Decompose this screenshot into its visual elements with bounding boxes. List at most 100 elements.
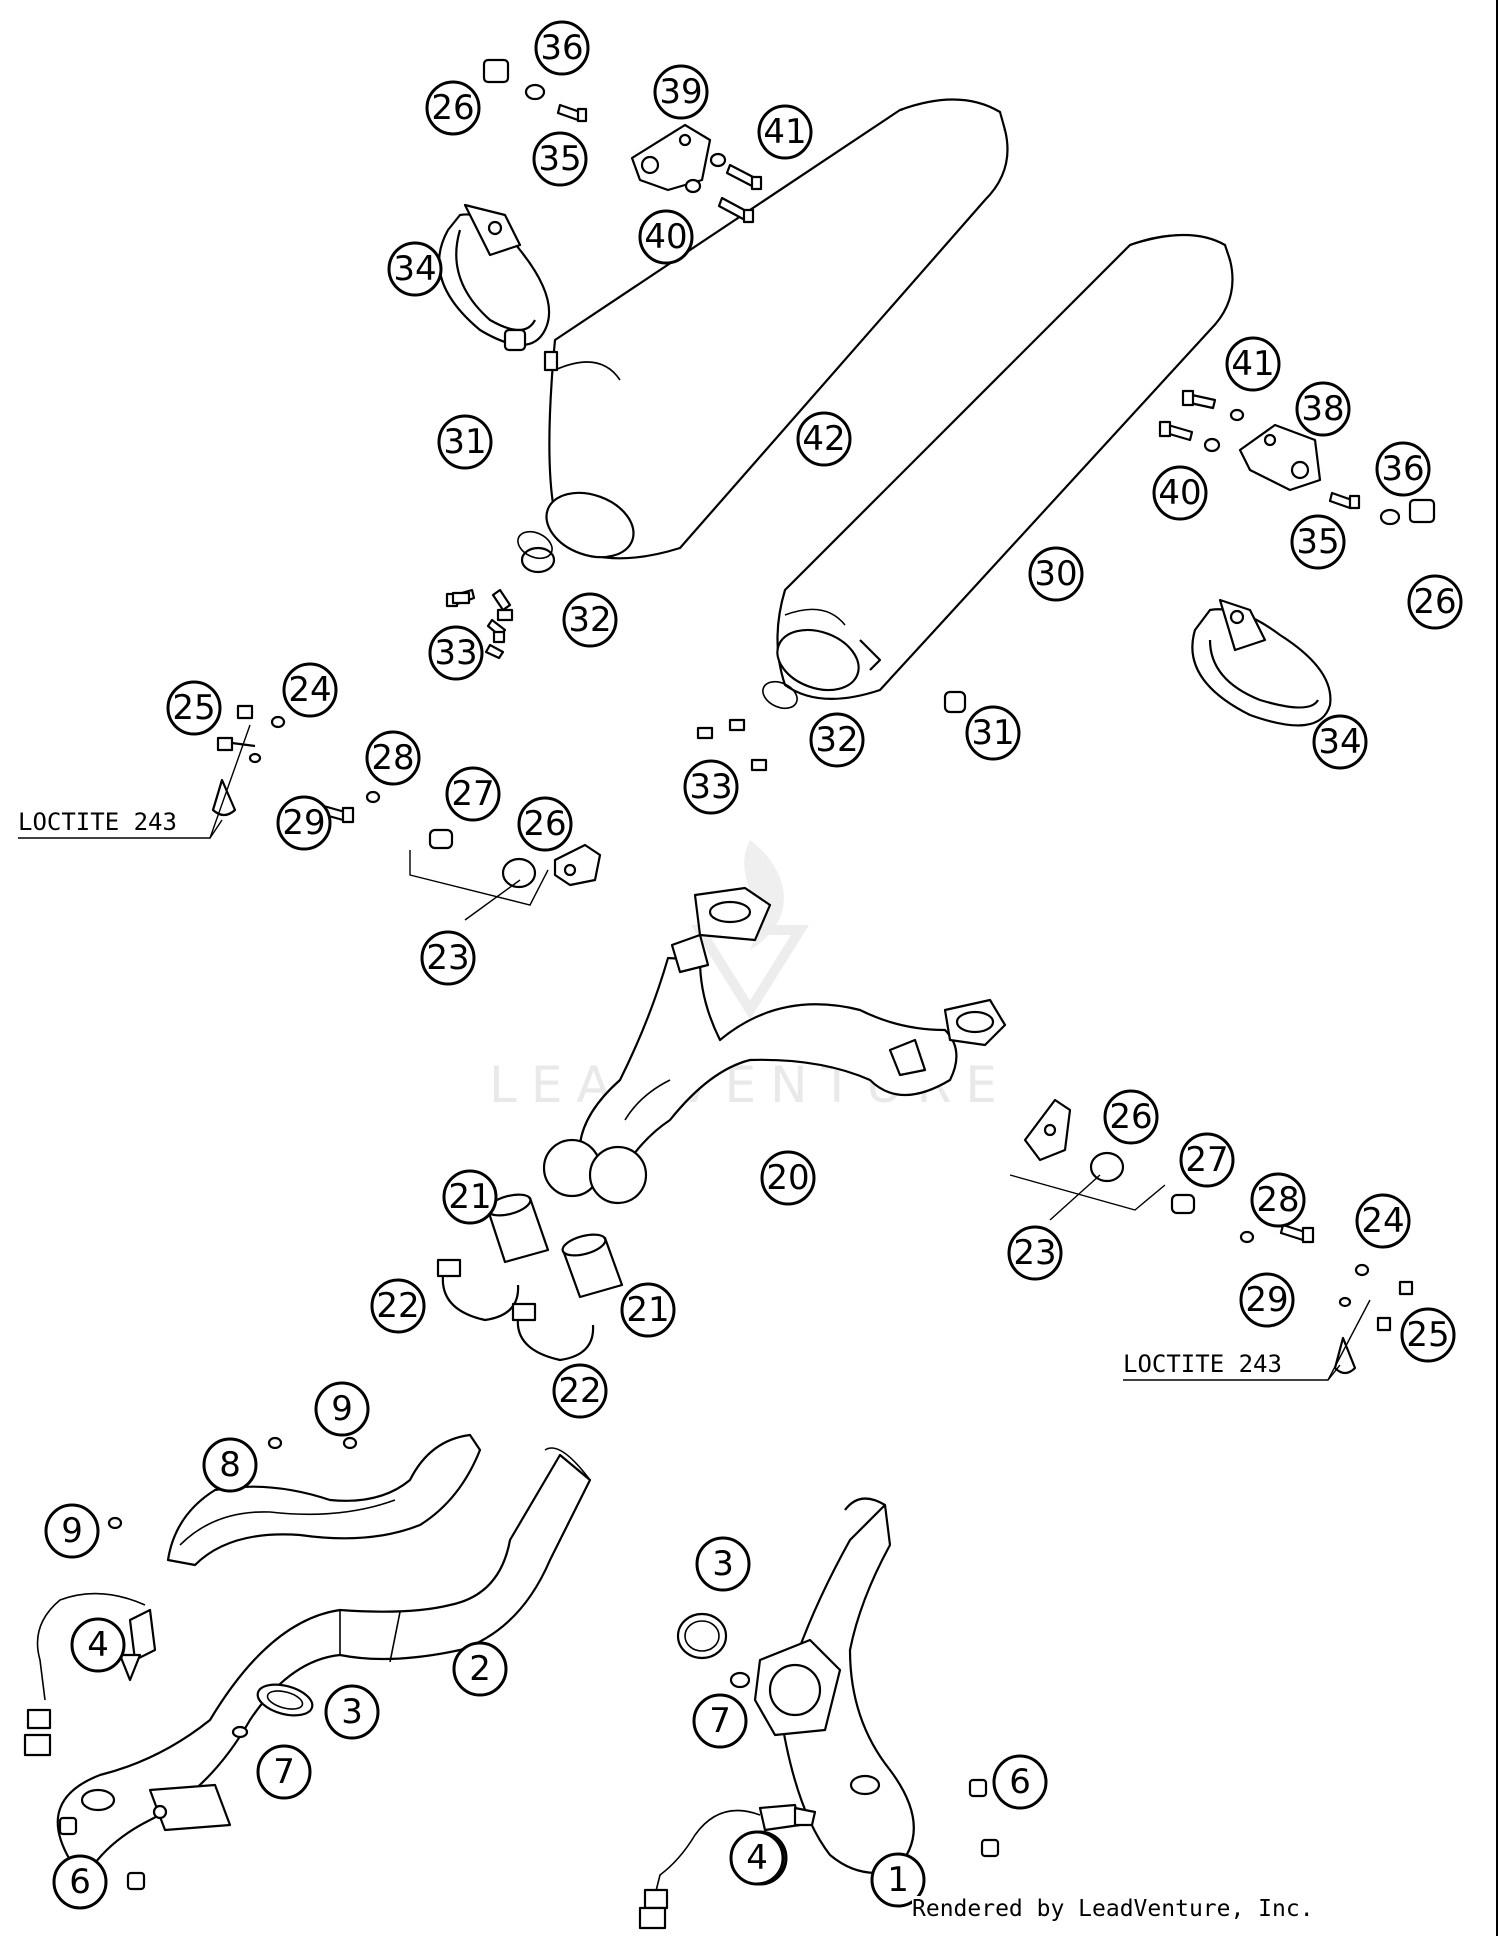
callout-number: 22 <box>558 1371 601 1411</box>
callout-marker: 7 <box>692 1693 748 1749</box>
callout-marker: 21 <box>442 1169 498 1225</box>
callout-number: 9 <box>61 1511 83 1551</box>
callout-marker: 2 <box>452 1641 508 1697</box>
callout-marker: 22 <box>552 1363 608 1419</box>
callout-number: 3 <box>341 1692 363 1732</box>
callout-marker: 24 <box>282 662 338 718</box>
callout-marker: 31 <box>965 705 1021 761</box>
callout-marker: 4 <box>729 1830 785 1886</box>
callout-markers: 36 26 35 39 41 40 34 31 42 32 33 30 41 3… <box>44 20 1463 1910</box>
callout-marker: 3 <box>695 1536 751 1592</box>
callout-marker: 38 <box>1295 381 1351 437</box>
callout-number: 20 <box>766 1158 809 1198</box>
callout-marker: 24 <box>1355 1193 1411 1249</box>
callout-marker: 7 <box>256 1744 312 1800</box>
callout-number: 41 <box>763 112 806 152</box>
callout-marker: 33 <box>683 759 739 815</box>
callout-marker: 25 <box>1400 1307 1456 1363</box>
callout-number: 26 <box>1109 1097 1152 1137</box>
callout-marker: 29 <box>276 795 332 851</box>
callout-number: 34 <box>393 249 436 289</box>
callout-marker: 39 <box>653 64 709 120</box>
callout-marker: 42 <box>796 411 852 467</box>
callout-number: 24 <box>1361 1201 1404 1241</box>
callout-marker: 36 <box>1375 441 1431 497</box>
callout-number: 22 <box>376 1286 419 1326</box>
callout-number: 25 <box>1406 1315 1449 1355</box>
muffler-left <box>543 98 1009 560</box>
collector-pipe-20 <box>542 886 1007 1205</box>
callout-marker: 41 <box>1225 336 1281 392</box>
right-border <box>1496 0 1498 1936</box>
header-pipe-2 <box>56 1447 592 1872</box>
callout-number: 39 <box>659 72 702 112</box>
callout-number: 34 <box>1318 722 1361 762</box>
callout-marker: 23 <box>420 930 476 986</box>
callout-marker: 34 <box>1312 714 1368 770</box>
callout-marker: 9 <box>44 1503 100 1559</box>
callout-number: 6 <box>1009 1762 1031 1802</box>
callout-marker: 20 <box>760 1150 816 1206</box>
callout-number: 6 <box>69 1862 91 1902</box>
callout-number: 27 <box>451 774 494 814</box>
callout-marker: 26 <box>425 80 481 136</box>
callout-marker: 27 <box>445 766 501 822</box>
callout-marker: 6 <box>52 1854 108 1910</box>
callout-number: 7 <box>273 1752 295 1792</box>
callout-number: 21 <box>626 1290 669 1330</box>
callout-marker: 36 <box>534 20 590 76</box>
callout-marker: 1 <box>870 1852 926 1908</box>
callout-marker: 26 <box>1407 574 1463 630</box>
callout-number: 31 <box>971 713 1014 753</box>
callout-marker: 32 <box>809 712 865 768</box>
callout-number: 30 <box>1034 554 1077 594</box>
callout-number: 3 <box>712 1544 734 1584</box>
callout-number: 32 <box>568 600 611 640</box>
callout-marker: 35 <box>1290 514 1346 570</box>
hardware <box>211 58 1436 1375</box>
callout-number: 36 <box>540 28 583 68</box>
bracket-39 <box>630 123 712 192</box>
callout-marker: 32 <box>562 592 618 648</box>
callout-number: 8 <box>219 1445 241 1485</box>
loctite-note-left: LOCTITE 243 <box>18 808 177 836</box>
callout-marker: 26 <box>1103 1089 1159 1145</box>
callout-number: 1 <box>887 1860 909 1900</box>
callout-marker: 27 <box>1179 1132 1235 1188</box>
callout-marker: 35 <box>532 131 588 187</box>
callout-number: 31 <box>443 422 486 462</box>
callout-number: 4 <box>746 1838 768 1878</box>
gaskets-nuts <box>58 1436 1000 1891</box>
callout-number: 33 <box>689 767 732 807</box>
callout-number: 40 <box>644 217 687 257</box>
callout-marker: 28 <box>1250 1172 1306 1228</box>
leader-lines <box>18 724 1371 1381</box>
callout-marker: 33 <box>428 625 484 681</box>
callout-number: 25 <box>172 688 215 728</box>
callout-number: 28 <box>371 738 414 778</box>
callout-number: 28 <box>1256 1180 1299 1220</box>
sleeves-and-clamps <box>436 1193 624 1362</box>
oxygen-sensors <box>23 1592 817 1930</box>
callout-marker: 40 <box>1152 465 1208 521</box>
callout-number: 27 <box>1185 1140 1228 1180</box>
callout-marker: 9 <box>314 1381 370 1437</box>
callout-marker: 31 <box>437 414 493 470</box>
callout-marker: 21 <box>620 1282 676 1338</box>
loctite-note-right: LOCTITE 243 <box>1123 1350 1282 1378</box>
callout-marker: 8 <box>202 1437 258 1493</box>
callout-number: 26 <box>1413 582 1456 622</box>
callout-number: 36 <box>1381 449 1424 489</box>
callout-marker: 41 <box>757 104 813 160</box>
muffler-clamp-left <box>438 203 551 347</box>
callout-marker: 25 <box>166 680 222 736</box>
callout-marker: 6 <box>992 1754 1048 1810</box>
callout-marker: 26 <box>517 796 573 852</box>
callout-number: 24 <box>288 670 331 710</box>
callout-marker: 23 <box>1007 1225 1063 1281</box>
bracket-38 <box>1238 423 1322 492</box>
callout-number: 23 <box>1013 1233 1056 1273</box>
header-pipe-1 <box>753 1497 915 1874</box>
callout-number: 29 <box>282 803 325 843</box>
